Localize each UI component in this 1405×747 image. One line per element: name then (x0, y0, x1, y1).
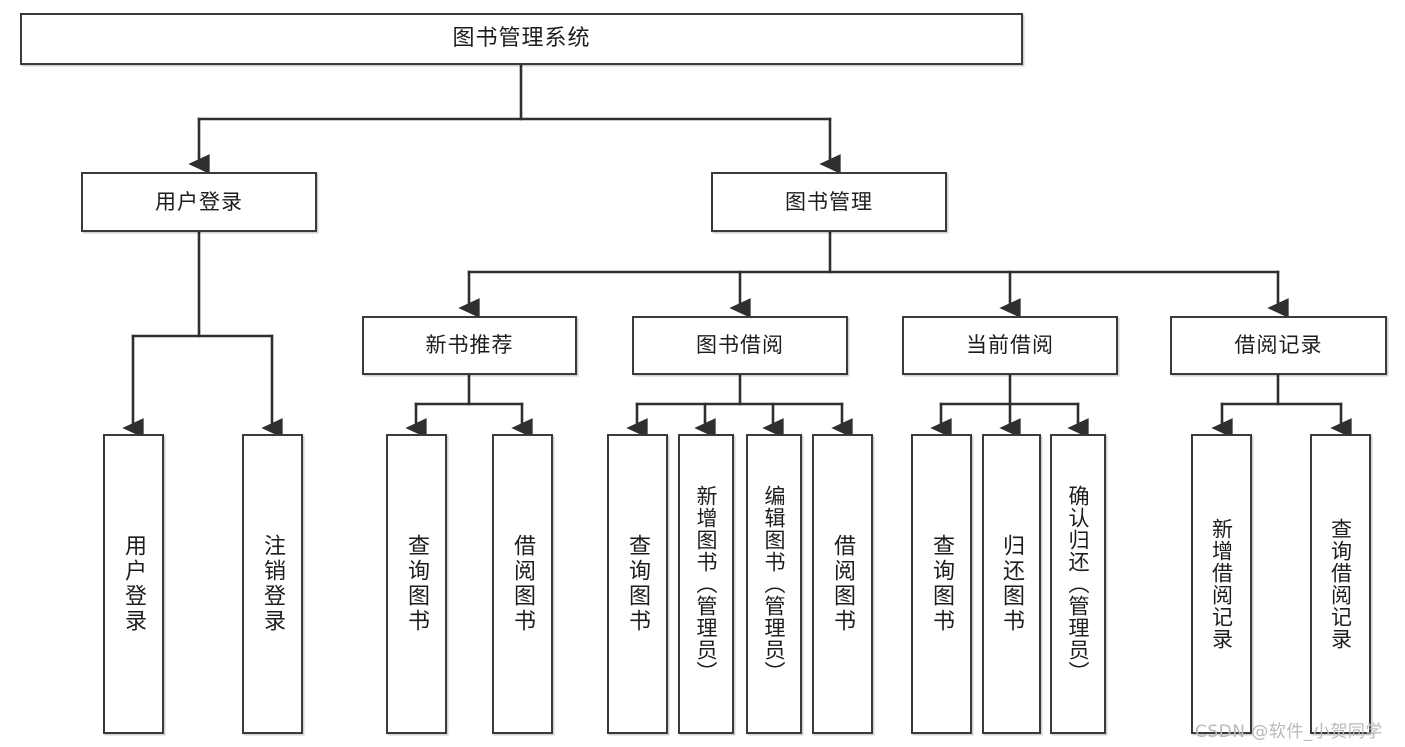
node-label: 用户登录 (121, 534, 147, 634)
node-leaf-user-login[interactable]: 用户登录 (103, 434, 164, 734)
node-book-borrow[interactable]: 图书借阅 (632, 316, 848, 375)
node-label: 归还图书 (999, 534, 1025, 634)
node-label: 编辑图书（管理员） (762, 485, 787, 683)
node-label: 查询借阅记录 (1328, 518, 1353, 650)
node-leaf-return-book[interactable]: 归还图书 (982, 434, 1041, 734)
node-label: 用户登录 (155, 189, 243, 214)
node-leaf-query-book-borrow[interactable]: 查询图书 (607, 434, 668, 734)
node-leaf-borrow-book-borrow[interactable]: 借阅图书 (812, 434, 873, 734)
node-user-login[interactable]: 用户登录 (81, 172, 317, 232)
node-leaf-query-book-current[interactable]: 查询图书 (911, 434, 972, 734)
node-label: 图书管理 (785, 189, 873, 214)
node-leaf-query-book-recommend[interactable]: 查询图书 (386, 434, 447, 734)
node-label: 当前借阅 (966, 333, 1054, 358)
node-current-borrow[interactable]: 当前借阅 (902, 316, 1118, 375)
node-leaf-add-borrow-record[interactable]: 新增借阅记录 (1191, 434, 1252, 734)
node-label: 借阅图书 (830, 534, 856, 634)
node-root-book-management-system[interactable]: 图书管理系统 (20, 13, 1023, 65)
csdn-watermark: CSDN @软件_小贺同学 (1195, 722, 1383, 742)
node-leaf-query-borrow-record[interactable]: 查询借阅记录 (1310, 434, 1371, 734)
node-borrow-record[interactable]: 借阅记录 (1170, 316, 1387, 375)
node-label: 注销登录 (260, 534, 286, 634)
node-label: 查询图书 (929, 534, 955, 634)
node-label: 图书管理系统 (452, 26, 591, 52)
node-label: 新书推荐 (425, 333, 514, 358)
node-leaf-user-logout[interactable]: 注销登录 (242, 434, 303, 734)
node-book-management[interactable]: 图书管理 (711, 172, 947, 232)
node-new-book-recommend[interactable]: 新书推荐 (362, 316, 577, 375)
node-leaf-add-book-admin[interactable]: 新增图书（管理员） (678, 434, 734, 734)
node-label: 借阅记录 (1234, 333, 1323, 358)
node-leaf-edit-book-admin[interactable]: 编辑图书（管理员） (746, 434, 802, 734)
node-label: 借阅图书 (510, 534, 536, 634)
node-label: 查询图书 (625, 534, 651, 634)
node-leaf-borrow-book-recommend[interactable]: 借阅图书 (492, 434, 553, 734)
node-label: 新增图书（管理员） (694, 485, 719, 683)
node-label: 确认归还（管理员） (1066, 485, 1091, 683)
node-label: 新增借阅记录 (1209, 518, 1234, 650)
node-label: 查询图书 (404, 534, 430, 634)
node-leaf-confirm-return-admin[interactable]: 确认归还（管理员） (1050, 434, 1106, 734)
node-label: 图书借阅 (696, 333, 784, 358)
